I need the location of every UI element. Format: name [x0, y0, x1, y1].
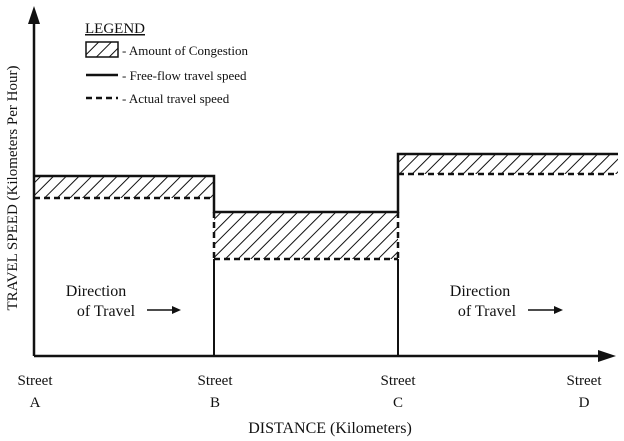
legend-swatch-congestion: [85, 41, 119, 58]
direction-annotation-right: Direction of Travel: [450, 283, 563, 320]
street-d-word: Street: [567, 373, 603, 389]
direction-left-line2: of Travel: [77, 303, 136, 320]
street-b-letter: B: [210, 395, 220, 411]
direction-right-line2: of Travel: [458, 303, 517, 320]
street-c-word: Street: [381, 373, 417, 389]
legend-label-free-flow: - Free-flow travel speed: [122, 68, 247, 83]
x-axis-arrowhead: [598, 350, 616, 362]
legend-label-congestion: - Amount of Congestion: [122, 43, 249, 58]
congestion-region-a-b: [34, 176, 214, 198]
direction-annotation-left: Direction of Travel: [66, 283, 181, 320]
actual-speed-line: [34, 172, 618, 261]
street-c-letter: C: [393, 395, 403, 411]
street-b-word: Street: [198, 373, 234, 389]
direction-left-line1: Direction: [66, 283, 126, 300]
congestion-region-b-c: [214, 212, 398, 259]
legend-title: LEGEND: [85, 21, 145, 37]
legend-label-actual: - Actual travel speed: [122, 91, 230, 106]
congestion-region-c-d: [398, 154, 618, 174]
street-labels: Street A Street B Street C Street D: [18, 373, 603, 411]
y-axis-label: TRAVEL SPEED (Kilometers Per Hour): [5, 66, 21, 311]
street-a-letter: A: [30, 395, 41, 411]
x-axis-label: DISTANCE (Kilometers): [248, 420, 412, 437]
direction-right-arrowhead: [554, 306, 563, 314]
y-axis-arrowhead: [28, 6, 40, 24]
street-d-letter: D: [579, 395, 590, 411]
free-flow-speed-line: [34, 152, 618, 214]
legend: LEGEND - Amount of Congestion - Free-flo…: [85, 21, 249, 106]
congestion-regions: [34, 154, 618, 259]
direction-left-arrowhead: [172, 306, 181, 314]
street-a-word: Street: [18, 373, 54, 389]
direction-right-line1: Direction: [450, 283, 510, 300]
